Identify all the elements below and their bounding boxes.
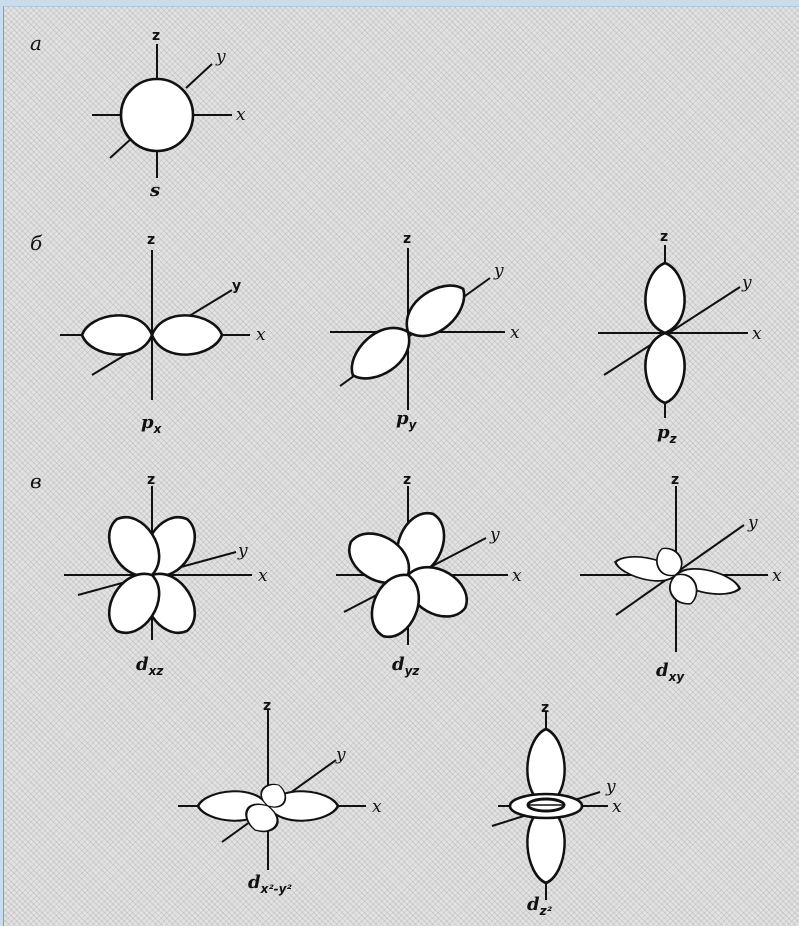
section-label-a: а (30, 31, 42, 55)
axis-label-x: x (236, 105, 246, 125)
orbital-label-px: px (141, 412, 163, 436)
dyz-orbital: z x y dyz (336, 472, 522, 678)
py-orbital: z x y py (330, 231, 520, 432)
axis-label-y: y (237, 541, 248, 561)
dx2y2-orbital: z x y dx²-y² (178, 698, 382, 896)
axis-label-x: x (372, 797, 382, 817)
dz2-orbital: z x y dz² (492, 700, 622, 918)
orbital-label-py: py (396, 408, 418, 432)
px-orbital: z x y px (60, 232, 266, 436)
axis-label-z: z (152, 28, 160, 44)
axis-label-x: x (510, 323, 520, 343)
s-orbital: z x y s (92, 28, 246, 201)
axis-label-x: x (512, 566, 522, 586)
axis-label-z: z (541, 700, 549, 716)
axis-label-z: z (403, 231, 411, 247)
dxz-orbital: z x y dxz (64, 472, 268, 678)
axis-label-y: y (493, 261, 504, 281)
axis-label-x: x (752, 324, 762, 344)
axis-label-y: y (489, 525, 500, 545)
pz-orbital: z x y pz (598, 229, 762, 446)
dxy-orbital: z x y dxy (580, 472, 782, 684)
axis-label-x: x (772, 566, 782, 586)
orbital-label-dz2: dz² (527, 894, 553, 918)
orbital-label-dxy: dxy (656, 660, 685, 684)
axis-label-y: y (741, 273, 752, 293)
axis-label-x: x (256, 325, 266, 345)
orbital-label-dxz: dxz (136, 654, 164, 678)
axis-label-x: x (612, 797, 622, 817)
axis-label-z: z (263, 698, 271, 714)
axis-label-y: y (605, 777, 616, 797)
section-label-b: б (30, 231, 43, 255)
orbital-label-dx2y2: dx²-y² (248, 872, 292, 896)
axis-label-z: z (147, 232, 155, 248)
axis-label-z: z (660, 229, 668, 245)
section-label-c: в (30, 469, 42, 493)
axis-label-z: z (671, 472, 679, 488)
orbital-label-s: s (149, 180, 160, 201)
axis-label-y: y (335, 745, 346, 765)
axis-label-x: x (258, 566, 268, 586)
orbital-label-dyz: dyz (392, 654, 420, 678)
axis-label-z: z (403, 472, 411, 488)
axis-label-y: y (232, 278, 241, 294)
axis-label-y: y (215, 47, 226, 67)
orbital-label-pz: pz (657, 422, 678, 446)
axis-label-z: z (147, 472, 155, 488)
axis-label-y: y (747, 513, 758, 533)
